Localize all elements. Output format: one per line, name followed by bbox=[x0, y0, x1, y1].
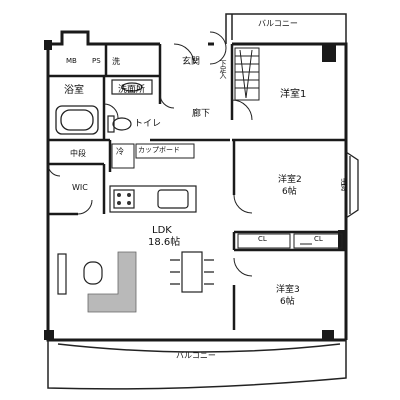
balcony-top bbox=[225, 13, 347, 44]
bedroom1-label: 洋室1 bbox=[280, 89, 307, 100]
storage-label: 中段 bbox=[70, 149, 86, 158]
closet-label-1: CL bbox=[258, 235, 267, 243]
cupboard-unit bbox=[111, 143, 195, 169]
living-furniture bbox=[57, 253, 103, 295]
dining-table bbox=[170, 251, 214, 293]
balcony-bottom-label: バルコニー bbox=[176, 351, 216, 360]
cupboard-label: カップボード bbox=[138, 146, 180, 154]
fridge-label: 冷 bbox=[116, 147, 124, 156]
toilet-label: トイレ bbox=[134, 119, 162, 129]
wash-basin bbox=[111, 79, 153, 95]
toilet bbox=[107, 115, 132, 133]
ldk-size-label: 18.6帖 bbox=[148, 237, 181, 248]
bedroom3-label: 洋室3 bbox=[276, 285, 300, 295]
washroom-label: 洗面所 bbox=[118, 85, 146, 95]
balcony-bottom bbox=[47, 340, 347, 390]
ldk-label: LDK bbox=[152, 225, 172, 236]
stove-burners bbox=[117, 193, 131, 205]
laundry-label: 洗 bbox=[112, 57, 120, 66]
balcony-top-label: バルコニー bbox=[258, 19, 298, 28]
bedroom3-size-label: 6帖 bbox=[280, 297, 295, 307]
bedroom2-label: 洋室2 bbox=[278, 175, 302, 185]
ps-label: PS bbox=[92, 57, 101, 65]
entrance-label: 玄関 bbox=[182, 57, 201, 67]
hallway-label: 廊下 bbox=[192, 109, 211, 119]
interior-walls bbox=[48, 44, 346, 330]
sofa bbox=[87, 251, 137, 313]
bay-window bbox=[345, 151, 359, 219]
door-swings bbox=[47, 31, 253, 277]
bay-window-label: 出窓 bbox=[340, 178, 348, 190]
shoe-box-label: 下足入 bbox=[219, 60, 227, 78]
bathtub bbox=[55, 105, 99, 135]
shoe-box-stairs bbox=[234, 47, 260, 101]
closet-label-2: CL bbox=[314, 235, 323, 243]
closets bbox=[237, 233, 343, 249]
mb-label: MB bbox=[66, 57, 77, 65]
kitchen-counter bbox=[109, 185, 197, 213]
bath-label: 浴室 bbox=[64, 85, 84, 96]
wic-label: WIC bbox=[72, 183, 88, 192]
bedroom2-size-label: 6帖 bbox=[282, 187, 297, 197]
